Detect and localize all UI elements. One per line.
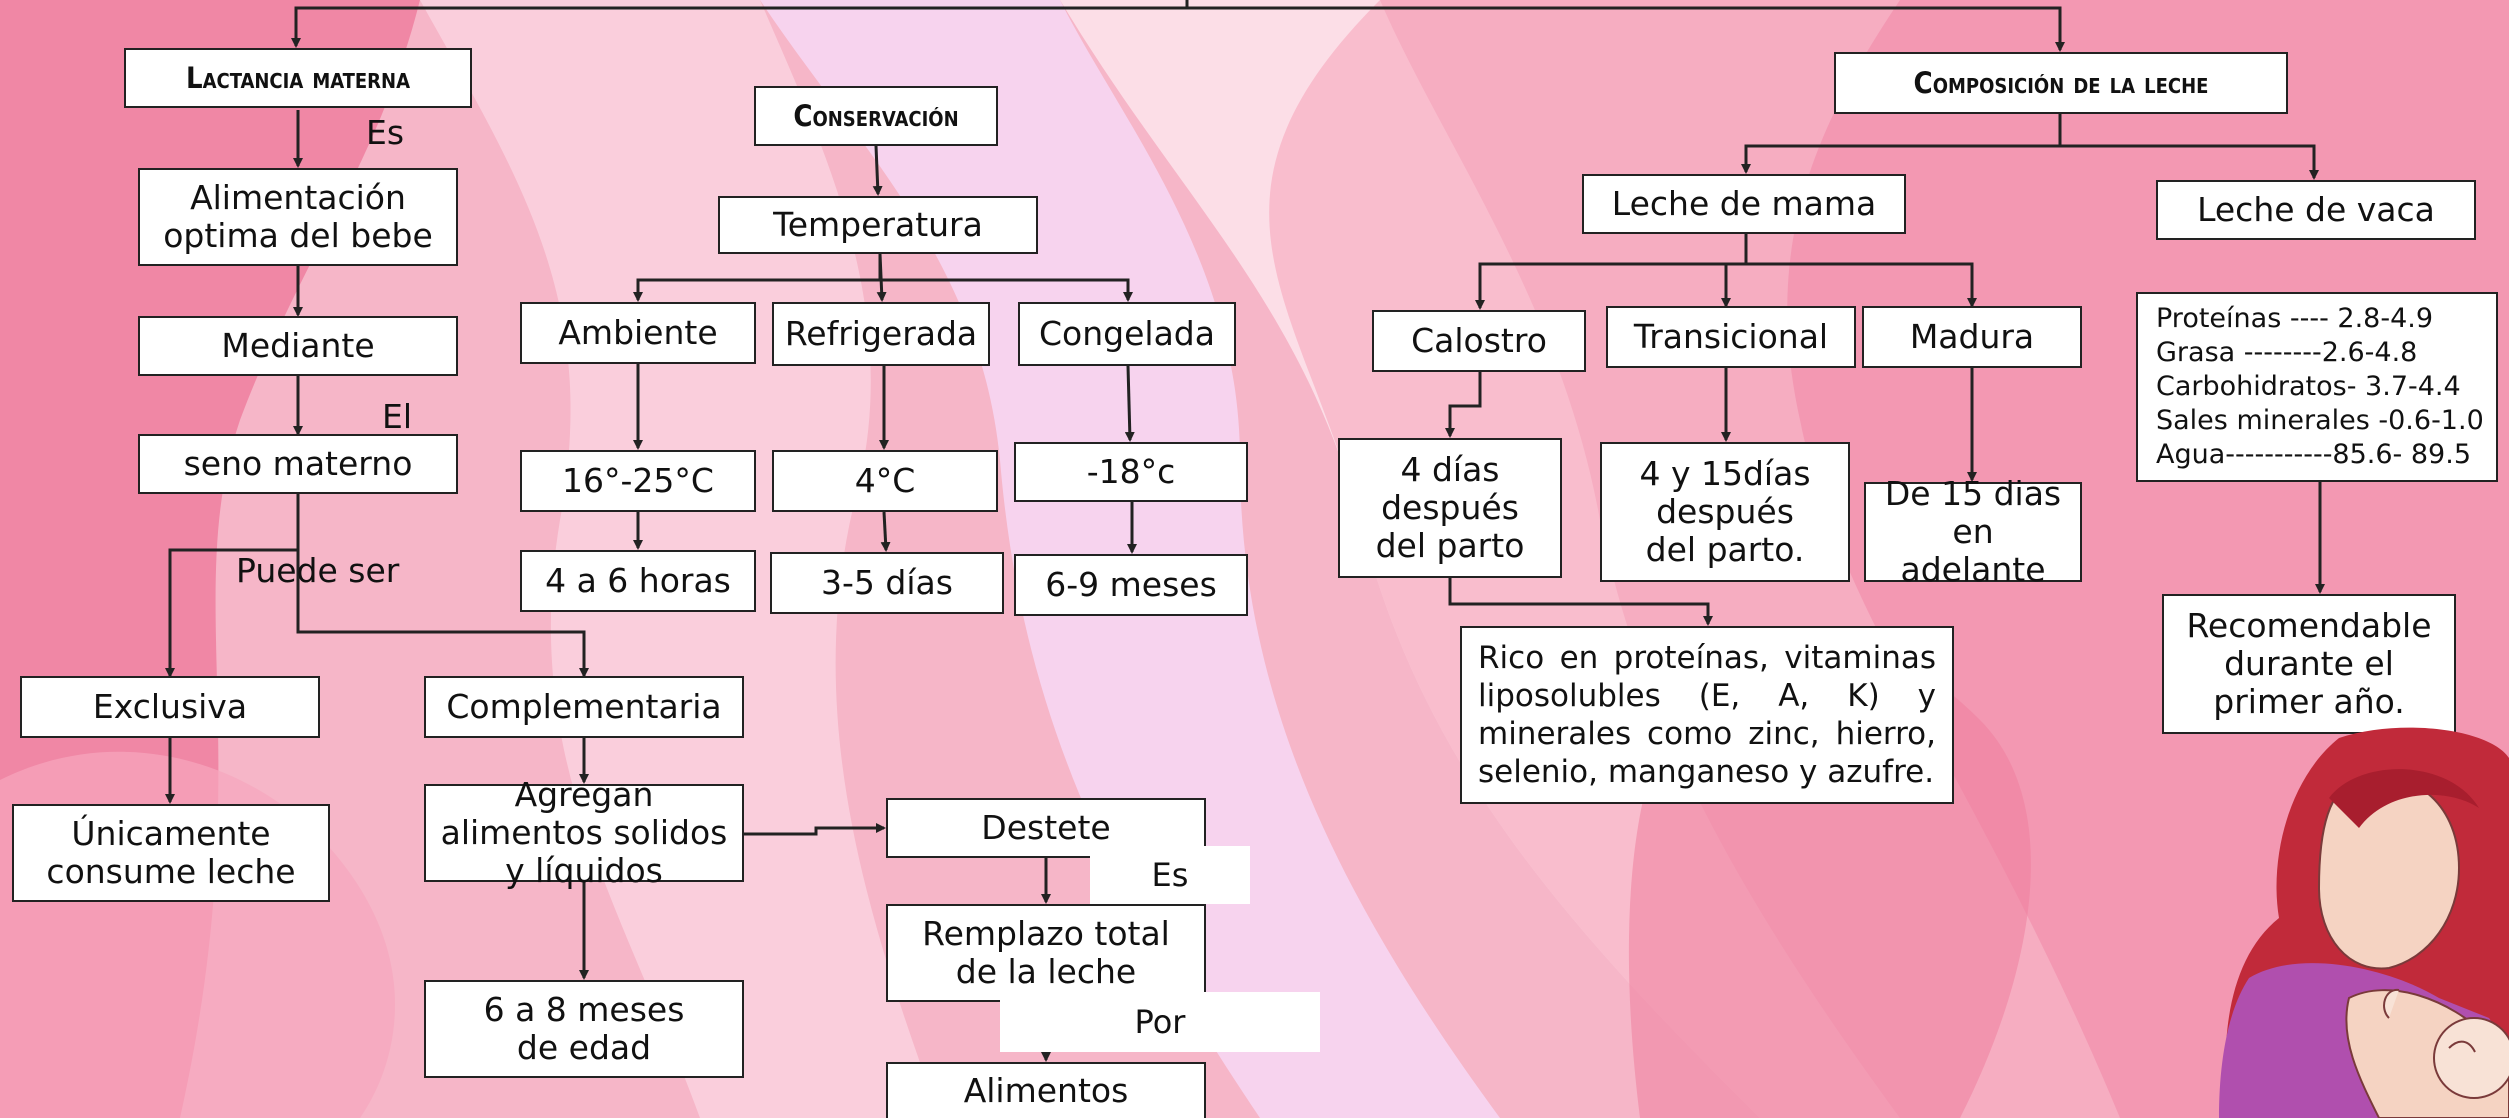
calostro-box: Calostro <box>1372 310 1586 372</box>
el-label: El <box>382 397 413 436</box>
rico-box: Rico en proteínas, vitaminas liposoluble… <box>1460 626 1954 804</box>
ambiente-time-box: 4 a 6 horas <box>520 550 756 612</box>
mother-breastfeeding-illustration <box>2219 727 2509 1118</box>
calostro-time-box: 4 días después del parto <box>1338 438 1562 578</box>
agregan-box: Agregan alimentos solidos y líquidos <box>424 776 744 890</box>
temperatura-box: Temperatura <box>718 196 1038 254</box>
congelada-temp-box: -18°c <box>1014 442 1248 502</box>
transicional-time-box: 4 y 15días después del parto. <box>1600 442 1850 582</box>
unicamente-box: Únicamente consume leche <box>12 804 330 902</box>
complementaria-box: Complementaria <box>424 676 744 738</box>
es-label: Es <box>366 113 405 152</box>
alimentos-box: Alimentos <box>886 1062 1206 1118</box>
transicional-box: Transicional <box>1606 306 1856 368</box>
madura-time-box: De 15 dias en adelante <box>1864 475 2082 589</box>
ambiente-box: Ambiente <box>520 302 756 364</box>
mediante-box: Mediante <box>138 316 458 376</box>
congelada-box: Congelada <box>1018 302 1236 366</box>
leche-vaca-box: Leche de vaca <box>2156 180 2476 240</box>
alimentacion-box: Alimentación optima del bebe <box>138 168 458 266</box>
leche-mama-box: Leche de mama <box>1582 174 1906 234</box>
puede-ser-label: Puede ser <box>236 551 400 590</box>
refrigerada-time-box: 3-5 días <box>770 552 1004 614</box>
composicion-title: Composición de la leche <box>1834 52 2288 114</box>
congelada-time-box: 6-9 meses <box>1014 554 1248 616</box>
por-label: Por <box>1000 992 1320 1052</box>
meses-box: 6 a 8 meses de edad <box>424 980 744 1078</box>
refrigerada-box: Refrigerada <box>772 302 990 366</box>
vaca-composition-box: Proteínas ---- 2.8-4.9 Grasa --------2.6… <box>2136 292 2498 482</box>
remplazo-box: Remplazo total de la leche <box>886 904 1206 1002</box>
conservacion-title: Conservación <box>754 86 998 146</box>
destete-es-label: Es <box>1090 846 1250 904</box>
ambiente-temp-box: 16°-25°C <box>520 450 756 512</box>
lactancia-materna-title: Lactancia materna <box>124 48 472 108</box>
seno-materno-box: seno materno <box>138 434 458 494</box>
recomendable-box: Recomendable durante el primer año. <box>2162 594 2456 734</box>
exclusiva-box: Exclusiva <box>20 676 320 738</box>
refrigerada-temp-box: 4°C <box>772 450 998 512</box>
madura-box: Madura <box>1862 306 2082 368</box>
